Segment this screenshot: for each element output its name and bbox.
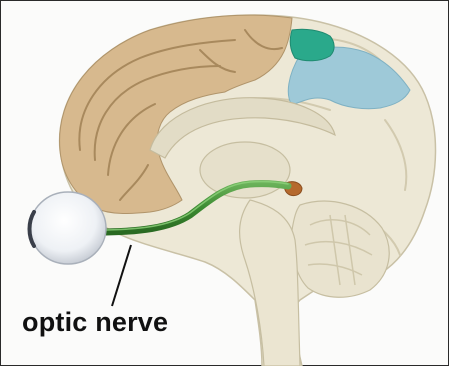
- optic-nerve-label: optic nerve: [22, 307, 168, 338]
- eyeball: [30, 192, 106, 264]
- label-pointer-line: [112, 245, 131, 306]
- thalamus: [200, 142, 290, 198]
